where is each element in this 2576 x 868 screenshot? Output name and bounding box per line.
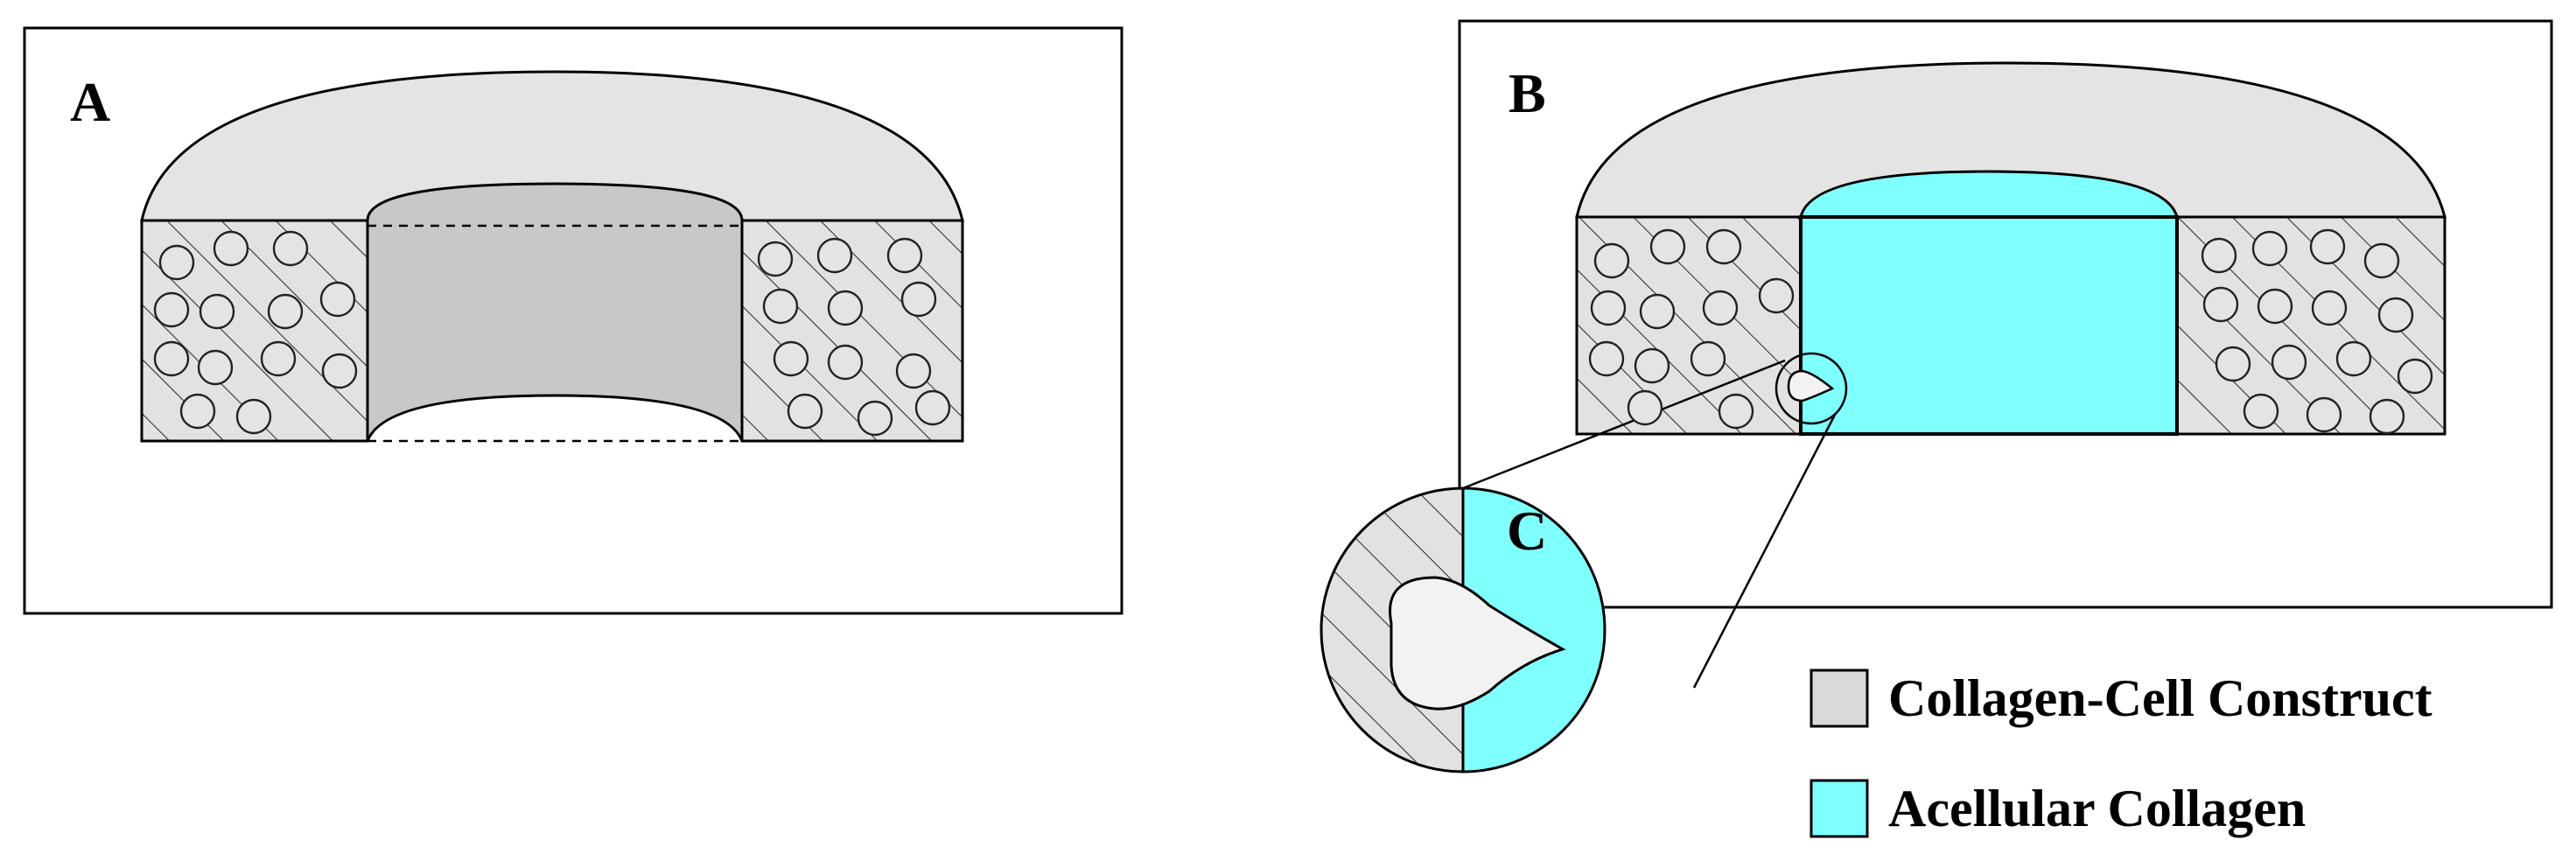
- panel-b-interface-cell: [1774, 352, 1848, 425]
- cell-circle: [199, 293, 235, 330]
- cell-circle: [2311, 290, 2348, 326]
- cell-circle: [1702, 290, 1739, 326]
- cell-circle: [1690, 340, 1726, 377]
- cell-circle: [2243, 393, 2279, 430]
- cell-circle: [1634, 347, 1670, 384]
- legend-label-acellular: Acellular Collagen: [1888, 780, 2306, 837]
- cell-circle: [153, 340, 190, 377]
- cell-circle: [272, 230, 309, 267]
- cell-circle: [2363, 242, 2400, 279]
- cell-circle: [2306, 396, 2342, 433]
- cell-circle: [213, 230, 249, 267]
- cell-circle: [816, 237, 853, 274]
- cell-circle: [2335, 340, 2372, 377]
- cell-circles: [153, 228, 2433, 437]
- cell-circle: [235, 398, 272, 435]
- cell-circle: [153, 291, 190, 328]
- cell-circle: [1639, 293, 1676, 330]
- cell-circle: [762, 288, 799, 325]
- panel-a-central-hole: [366, 182, 744, 443]
- zoom-connector-upper: [1462, 359, 1786, 490]
- panel-b-label: B: [1508, 62, 1546, 124]
- cell-circle: [197, 349, 234, 386]
- cell-circle: [2369, 398, 2405, 435]
- cell-circle: [787, 393, 823, 430]
- cell-circle: [900, 281, 937, 318]
- cell-circle: [260, 340, 297, 377]
- cell-circle: [827, 290, 864, 326]
- cell-circle: [1590, 290, 1627, 326]
- legend-label-construct: Collagen-Cell Construct: [1888, 669, 2432, 727]
- zoom-cell: [1389, 576, 1566, 710]
- cell-circle: [2201, 237, 2237, 274]
- panel-a: A: [23, 26, 1124, 615]
- legend-item-construct: Collagen-Cell Construct: [1810, 668, 2432, 728]
- cell-circle: [1705, 228, 1742, 265]
- cell-circle: [2271, 344, 2307, 381]
- zoom-connector-lower: [1692, 412, 1838, 689]
- cell-circle: [319, 281, 356, 318]
- cell-circle: [1649, 228, 1686, 265]
- cell-circle: [886, 237, 923, 274]
- panel-a-dome: [140, 70, 964, 222]
- cell-circle: [1758, 277, 1795, 314]
- cell-circle: [158, 244, 195, 281]
- legend-swatch-acellular: [1810, 779, 1869, 838]
- panel-b-dome: [1575, 61, 2446, 219]
- cell-circle: [757, 241, 794, 277]
- cell-circle: [857, 400, 893, 437]
- cell-circle: [2215, 346, 2251, 382]
- cell-circle: [2202, 286, 2239, 323]
- cell-circle: [179, 393, 216, 430]
- cell-circle: [2397, 358, 2433, 395]
- cell-circle: [1718, 393, 1754, 430]
- cell-circle: [895, 353, 932, 389]
- cell-circle: [773, 340, 809, 377]
- panel-b-acellular-core: [1799, 170, 2179, 436]
- legend-item-acellular: Acellular Collagen: [1810, 779, 2306, 838]
- cell-circle: [2251, 230, 2288, 267]
- legend: Collagen-Cell Construct Acellular Collag…: [1810, 668, 2432, 838]
- cell-circle: [2309, 228, 2346, 265]
- cell-circle: [267, 293, 304, 330]
- cell-circle: [1593, 242, 1630, 279]
- cell-circle: [914, 389, 951, 426]
- legend-swatch-construct: [1810, 668, 1869, 728]
- cell-circle: [1588, 340, 1625, 377]
- cell-circle: [2377, 297, 2414, 333]
- cell-circle: [321, 353, 358, 389]
- panel-a-label: A: [70, 71, 110, 133]
- zoom-circle: [1320, 486, 1606, 774]
- panel-c-label: C: [1507, 500, 1547, 562]
- cell-circle: [2257, 288, 2293, 325]
- cell-circle: [1627, 389, 1663, 426]
- cell-circle: [827, 344, 864, 381]
